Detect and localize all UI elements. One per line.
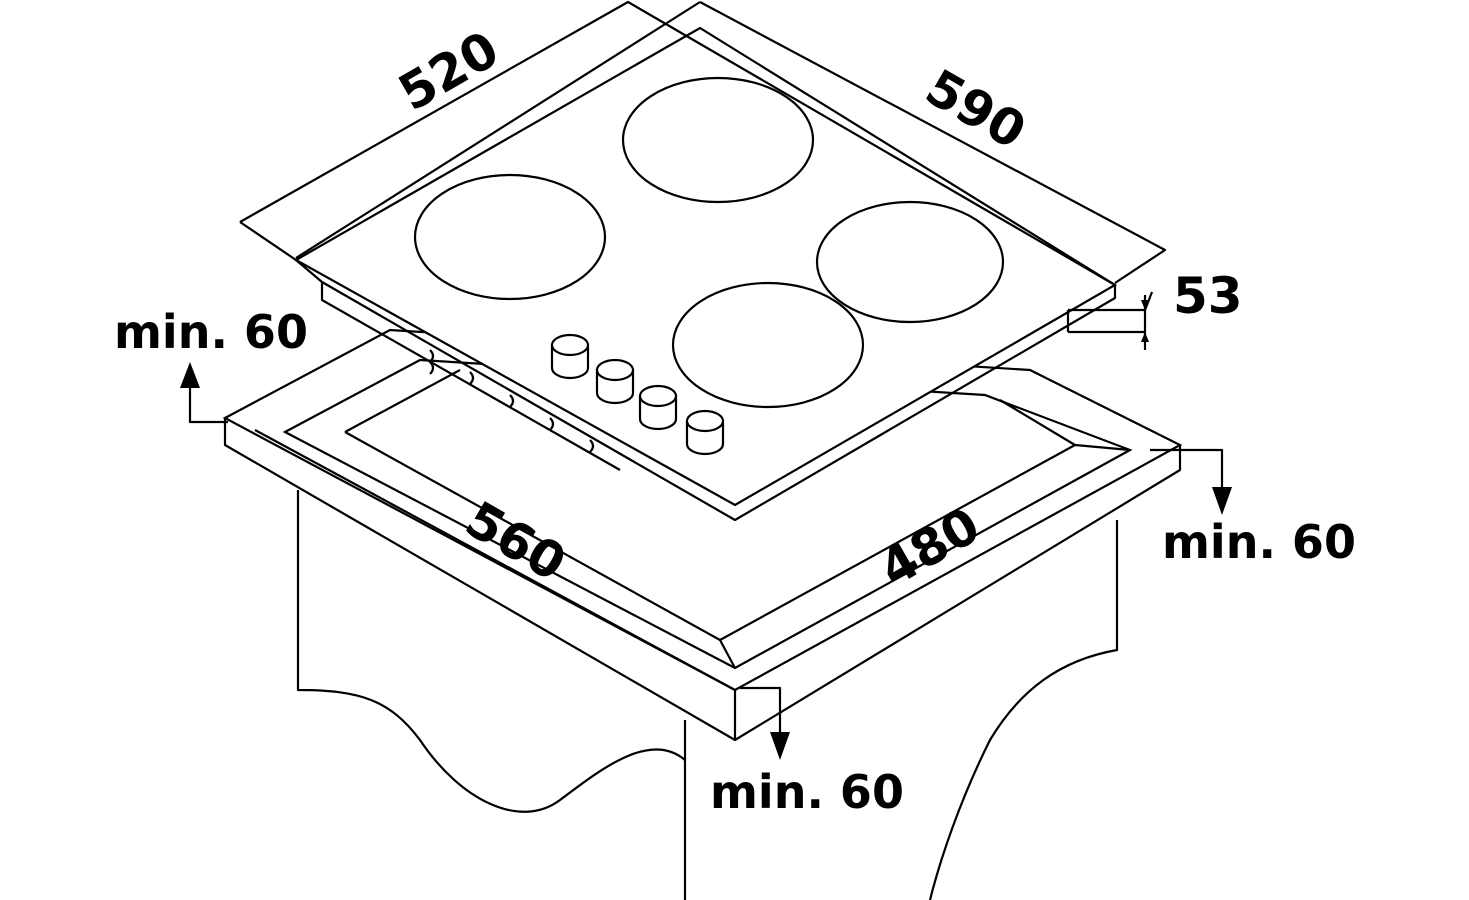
hob [239,0,1167,522]
back-clearance-label: min. 60 [114,305,308,359]
arrow-down-icon [1212,487,1232,515]
side-clearance-label: min. 60 [1162,515,1356,569]
hob-depth-label: 520 [389,20,508,122]
arrow-down-icon [770,732,790,760]
knob[interactable] [685,409,725,456]
burner-rear-right [621,76,815,204]
hob-width-label: 590 [916,58,1035,160]
burner-rear-left [413,173,607,301]
knob[interactable] [595,358,635,405]
front-clearance-label: min. 60 [710,765,904,819]
knob[interactable] [638,384,678,431]
knob[interactable] [550,333,590,380]
burner-front [671,281,865,409]
cabinet [296,490,1119,900]
arrow-up-icon [180,362,200,388]
countertop [222,328,1183,742]
burner-right [815,200,1005,324]
hob-height-label: 53 [1173,267,1243,325]
clearance-arrows [180,362,1232,760]
control-knobs [550,333,725,456]
